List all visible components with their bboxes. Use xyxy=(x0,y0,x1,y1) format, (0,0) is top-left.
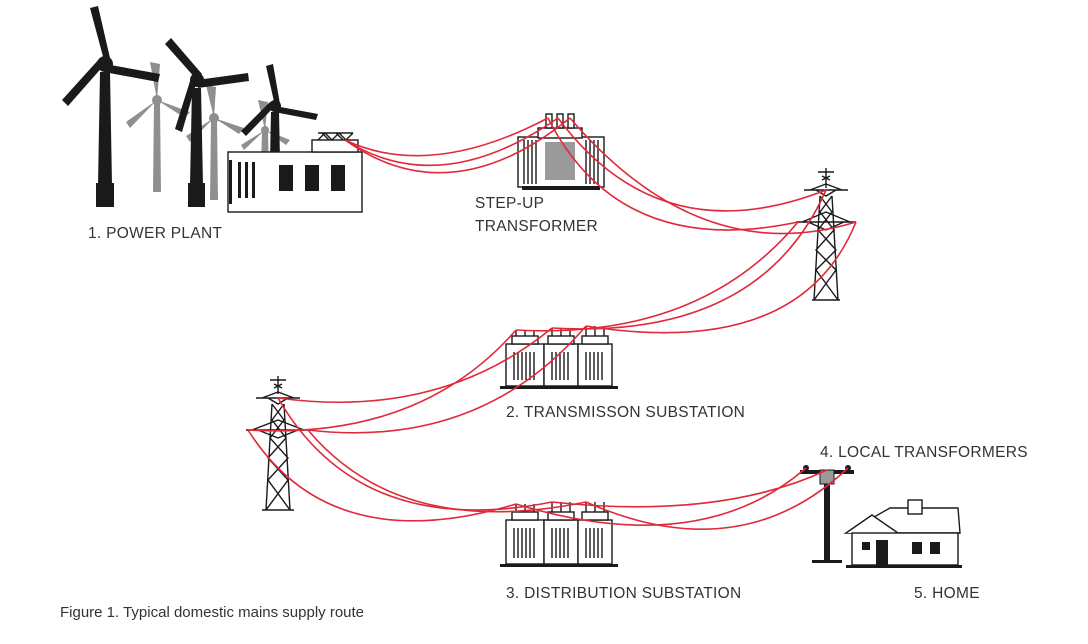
wind-turbine-black-1 xyxy=(62,6,160,207)
label-transmission-substation: 2. TRANSMISSON SUBSTATION xyxy=(506,404,745,421)
transmission-pylon-left xyxy=(246,376,310,511)
power-plant-building xyxy=(227,132,363,213)
transmission-pylon-right xyxy=(796,168,856,301)
transmission-substation xyxy=(500,326,618,389)
power-lines xyxy=(247,117,857,530)
label-distribution-substation: 3. DISTRIBUTION SUBSTATION xyxy=(506,585,741,602)
label-step-up-line1: STEP-UP xyxy=(475,195,544,212)
wind-turbine-black-2 xyxy=(165,38,249,207)
home-house xyxy=(843,499,962,568)
label-local-transformers: 4. LOCAL TRANSFORMERS xyxy=(820,444,1028,461)
figure-caption: Figure 1. Typical domestic mains supply … xyxy=(60,604,364,621)
label-step-up-line2: TRANSFORMER xyxy=(475,218,598,235)
label-home: 5. HOME xyxy=(914,585,980,602)
wind-turbine-black-3 xyxy=(241,64,318,160)
local-transformer-pole xyxy=(800,465,854,563)
label-power-plant: 1. POWER PLANT xyxy=(88,225,222,242)
